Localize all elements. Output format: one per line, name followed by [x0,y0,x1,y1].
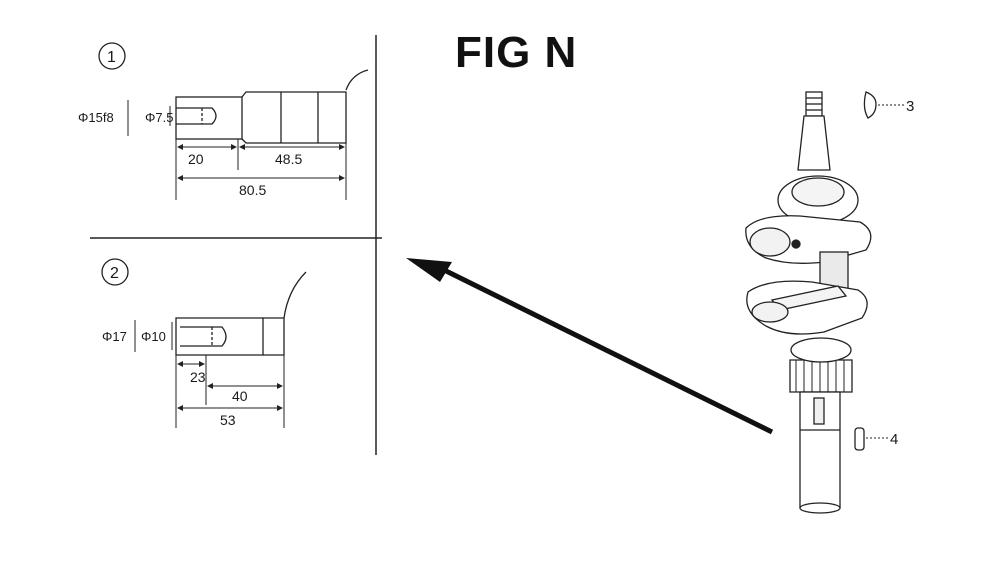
part-4-label: 4 [890,431,898,448]
detail-1-shaft [175,69,369,144]
detail-1-dim-b: 48.5 [275,151,302,167]
detail-1-dimensions [175,139,347,200]
detail-1-dim-a: 20 [188,151,204,167]
part-3-label: 3 [906,98,914,115]
pointer-arrow [406,258,774,435]
crankshaft-illustration [745,91,872,514]
detail-2-number: 2 [110,265,119,282]
figure-title: FIG N [455,28,578,77]
part-4-pin: 4 [854,427,898,451]
detail-1-number: 1 [107,49,116,66]
detail-1: 1 Φ15f8 Φ7.5 20 48.5 80.5 [78,42,369,200]
detail-2-outer-diameter: Φ17 [102,329,127,344]
detail-1-number-circle [98,42,126,70]
detail-1-outer-diameter: Φ15f8 [78,110,114,125]
detail-2-dim-a: 23 [190,369,206,385]
detail-2: 2 Φ17 Φ10 23 40 53 [101,258,307,428]
detail-2-dim-total: 53 [220,412,236,428]
detail-2-inner-diameter: Φ10 [141,329,166,344]
detail-2-dimensions [175,355,285,428]
part-3-key: 3 [863,91,914,119]
detail-2-number-circle [101,258,129,286]
detail-2-shaft [175,271,307,356]
detail-1-inner-diameter: Φ7.5 [145,110,173,125]
detail-2-dim-b: 40 [232,388,248,404]
detail-1-dim-total: 80.5 [239,182,266,198]
